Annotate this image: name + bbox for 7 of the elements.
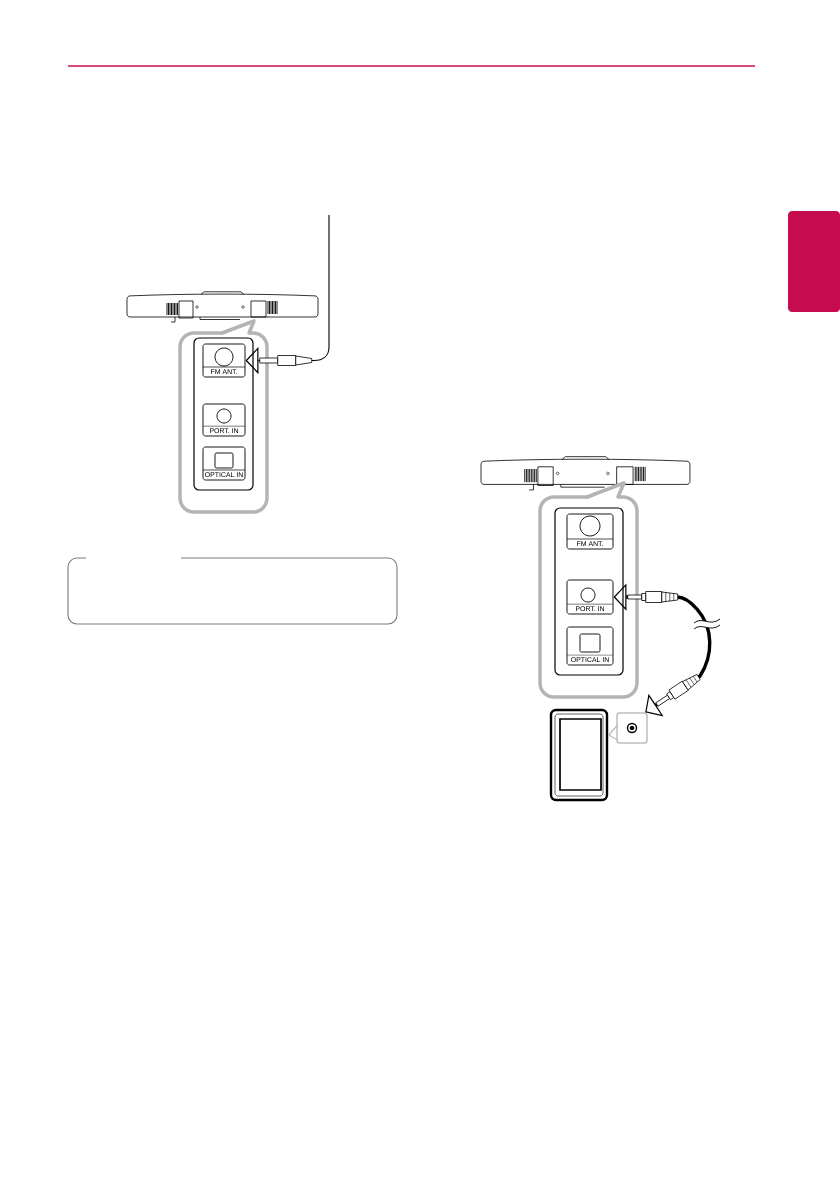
section-tab: [788, 211, 840, 312]
rear-panel: [193, 337, 254, 491]
callout-bubble: [538, 481, 639, 699]
callout-bubble: [178, 319, 269, 514]
jack-callout: [608, 712, 648, 744]
rear-panel: [554, 507, 624, 676]
antenna-wire: [245, 214, 330, 375]
